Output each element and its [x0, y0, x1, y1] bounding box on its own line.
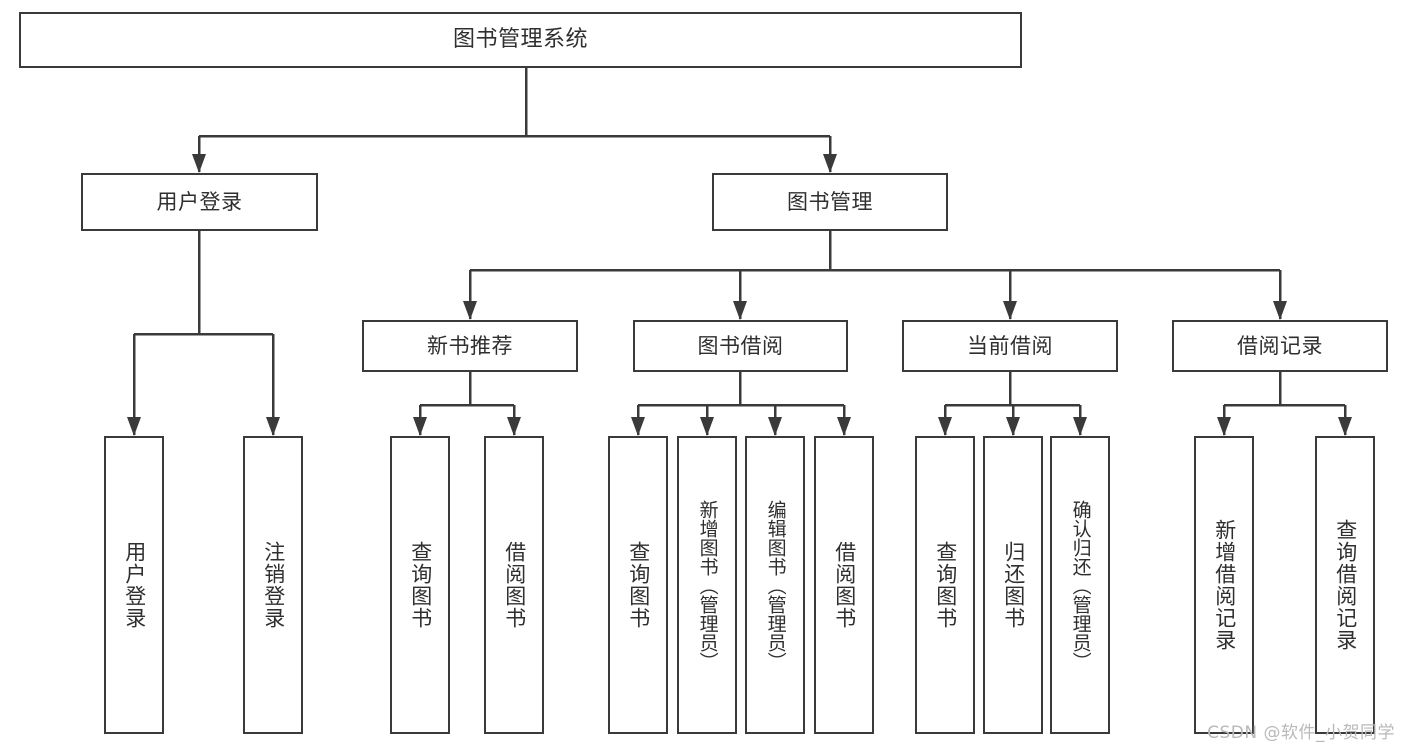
node-label: 图书借阅	[697, 333, 784, 358]
node-label: 当前借阅	[967, 333, 1053, 358]
node-label: 查询图书	[626, 541, 651, 629]
node-label: 查询图书	[408, 541, 433, 629]
node-label: 新书推荐	[427, 333, 513, 358]
level3-node-1[interactable]: 图书借阅	[633, 320, 848, 372]
leaf-node-4[interactable]: 查询图书	[608, 436, 668, 734]
leaf-node-1[interactable]: 注销登录	[243, 436, 303, 734]
level2-node-0[interactable]: 用户登录	[81, 173, 318, 231]
leaf-node-11[interactable]: 新增借阅记录	[1194, 436, 1254, 734]
leaf-node-5[interactable]: 新增图书（管理员）	[677, 436, 737, 734]
node-label: 用户登录	[122, 541, 147, 629]
level3-node-2[interactable]: 当前借阅	[902, 320, 1118, 372]
root-node-0[interactable]: 图书管理系统	[19, 12, 1022, 68]
node-label: 新增借阅记录	[1212, 519, 1237, 651]
node-label: 确认归还（管理员）	[1069, 499, 1092, 671]
leaf-node-10[interactable]: 确认归还（管理员）	[1050, 436, 1110, 734]
level3-node-3[interactable]: 借阅记录	[1172, 320, 1388, 372]
node-label: 查询图书	[933, 541, 958, 629]
node-label: 借阅记录	[1237, 333, 1323, 358]
watermark-text: CSDN @软件_小贺同学	[1207, 723, 1395, 743]
node-label: 借阅图书	[502, 541, 527, 629]
leaf-node-12[interactable]: 查询借阅记录	[1315, 436, 1375, 734]
leaf-node-2[interactable]: 查询图书	[390, 436, 450, 734]
node-label: 图书管理	[787, 189, 873, 214]
node-label: 图书管理系统	[452, 27, 588, 52]
node-label: 新增图书（管理员）	[696, 499, 719, 671]
node-label: 注销登录	[261, 541, 286, 629]
node-label: 用户登录	[156, 189, 243, 214]
level2-node-1[interactable]: 图书管理	[712, 173, 948, 231]
leaf-node-6[interactable]: 编辑图书（管理员）	[745, 436, 805, 734]
leaf-node-3[interactable]: 借阅图书	[484, 436, 544, 734]
leaf-node-7[interactable]: 借阅图书	[814, 436, 874, 734]
node-label: 编辑图书（管理员）	[764, 499, 787, 671]
level3-node-0[interactable]: 新书推荐	[362, 320, 578, 372]
node-label: 借阅图书	[832, 541, 857, 629]
leaf-node-9[interactable]: 归还图书	[983, 436, 1043, 734]
node-label: 查询借阅记录	[1333, 519, 1358, 651]
node-label: 归还图书	[1001, 541, 1026, 629]
leaf-node-0[interactable]: 用户登录	[104, 436, 164, 734]
leaf-node-8[interactable]: 查询图书	[915, 436, 975, 734]
